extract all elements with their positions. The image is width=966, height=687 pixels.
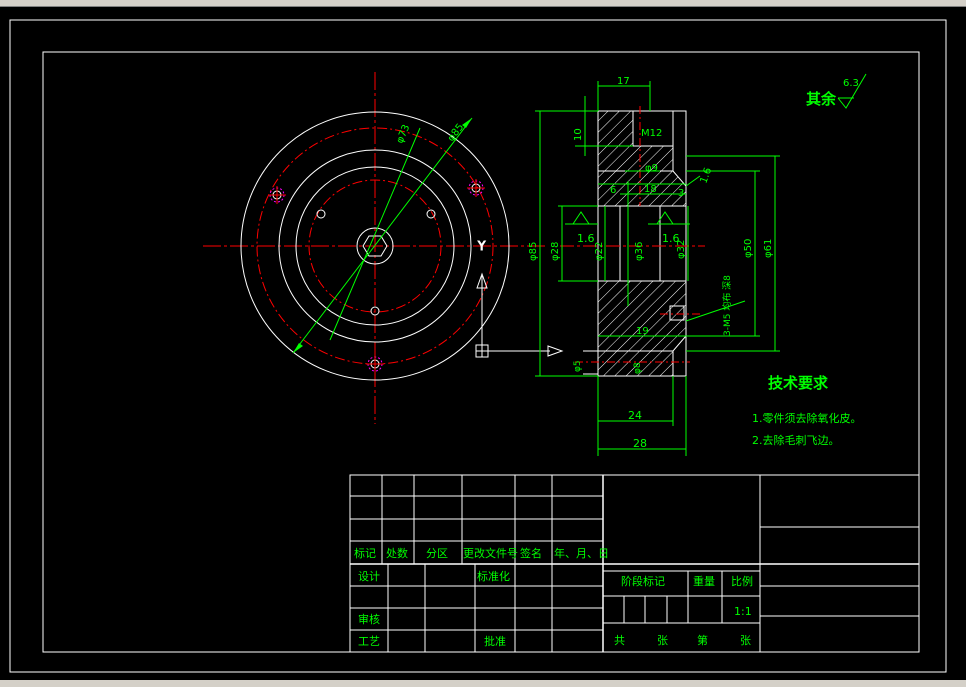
- dimension-labels: 17 M12 10 φ9 6 18 3 1.6 φ85 φ28 φ22 φ36 …: [528, 76, 774, 450]
- svg-text:φ85: φ85: [528, 242, 539, 261]
- section-view: [560, 106, 705, 377]
- svg-text:M12: M12: [641, 128, 662, 139]
- svg-text:6.3: 6.3: [843, 78, 859, 89]
- svg-text:批准: 批准: [484, 634, 506, 648]
- svg-text:张: 张: [657, 634, 668, 647]
- svg-text:3-M5 均布 深8: 3-M5 均布 深8: [721, 275, 733, 336]
- tech-line-1: 1.零件须去除氧化皮。: [752, 411, 862, 425]
- tech-title: 技术要求: [768, 374, 829, 392]
- svg-text:φ61: φ61: [763, 239, 774, 258]
- window-bottom-bar: [0, 680, 966, 687]
- svg-text:重量: 重量: [693, 574, 715, 588]
- svg-text:28: 28: [633, 437, 647, 450]
- inner-border: [42, 51, 920, 653]
- dim-phi73: φ73: [395, 123, 413, 145]
- svg-text:3: 3: [678, 188, 684, 199]
- svg-text:1:1: 1:1: [734, 605, 752, 618]
- svg-text:标记: 标记: [354, 546, 376, 560]
- svg-text:φ36: φ36: [634, 242, 645, 261]
- outer-border: [9, 19, 947, 673]
- svg-text:1.6: 1.6: [662, 232, 680, 245]
- svg-text:张: 张: [740, 634, 751, 647]
- svg-text:19: 19: [636, 326, 649, 337]
- svg-text:更改文件号: 更改文件号: [463, 546, 518, 560]
- svg-text:处数: 处数: [386, 547, 408, 560]
- tech-line-2: 2.去除毛刺飞边。: [752, 433, 840, 447]
- svg-text:1.6: 1.6: [698, 166, 714, 185]
- svg-text:6: 6: [610, 185, 616, 196]
- svg-text:第: 第: [697, 633, 708, 647]
- svg-text:Y: Y: [477, 239, 486, 253]
- cad-drawing-canvas[interactable]: φ85 φ73 Y: [0, 6, 966, 680]
- svg-text:φ50: φ50: [743, 239, 754, 258]
- svg-text:1.6: 1.6: [577, 232, 595, 245]
- technical-requirements: 技术要求 1.零件须去除氧化皮。 2.去除毛刺飞边。: [752, 374, 862, 447]
- title-block: [349, 474, 920, 653]
- svg-text:φ9: φ9: [645, 163, 658, 174]
- section-dimensions: [535, 81, 780, 456]
- svg-text:分区: 分区: [426, 547, 448, 560]
- svg-text:24: 24: [628, 409, 642, 422]
- svg-text:其余: 其余: [806, 90, 837, 108]
- svg-text:φ32: φ32: [676, 240, 687, 259]
- svg-text:设计: 设计: [358, 570, 380, 583]
- svg-text:φ28: φ28: [550, 242, 561, 261]
- svg-text:φ5: φ5: [573, 360, 583, 372]
- svg-text:17: 17: [617, 76, 630, 87]
- svg-text:共: 共: [614, 634, 625, 647]
- svg-text:审核: 审核: [358, 612, 380, 626]
- svg-text:年、月、日: 年、月、日: [554, 546, 609, 560]
- svg-text:10: 10: [573, 128, 584, 141]
- svg-text:工艺: 工艺: [358, 635, 380, 648]
- front-view: φ85 φ73: [203, 72, 548, 424]
- surface-roughness-note: 其余 6.3: [806, 73, 867, 109]
- window-top-bar: [0, 0, 966, 7]
- ucs-icon: Y: [475, 239, 564, 358]
- svg-text:比例: 比例: [731, 574, 753, 588]
- svg-text:φ22: φ22: [594, 242, 605, 261]
- svg-text:阶段标记: 阶段标记: [621, 574, 665, 588]
- svg-text:φ8: φ8: [633, 362, 643, 374]
- title-block-labels: 标记 处数 分区 更改文件号 签名 年、月、日 设计 标准化 审核 工艺 批准 …: [354, 546, 753, 648]
- svg-text:签名: 签名: [520, 546, 542, 560]
- svg-text:标准化: 标准化: [477, 569, 510, 583]
- svg-text:18: 18: [644, 184, 657, 195]
